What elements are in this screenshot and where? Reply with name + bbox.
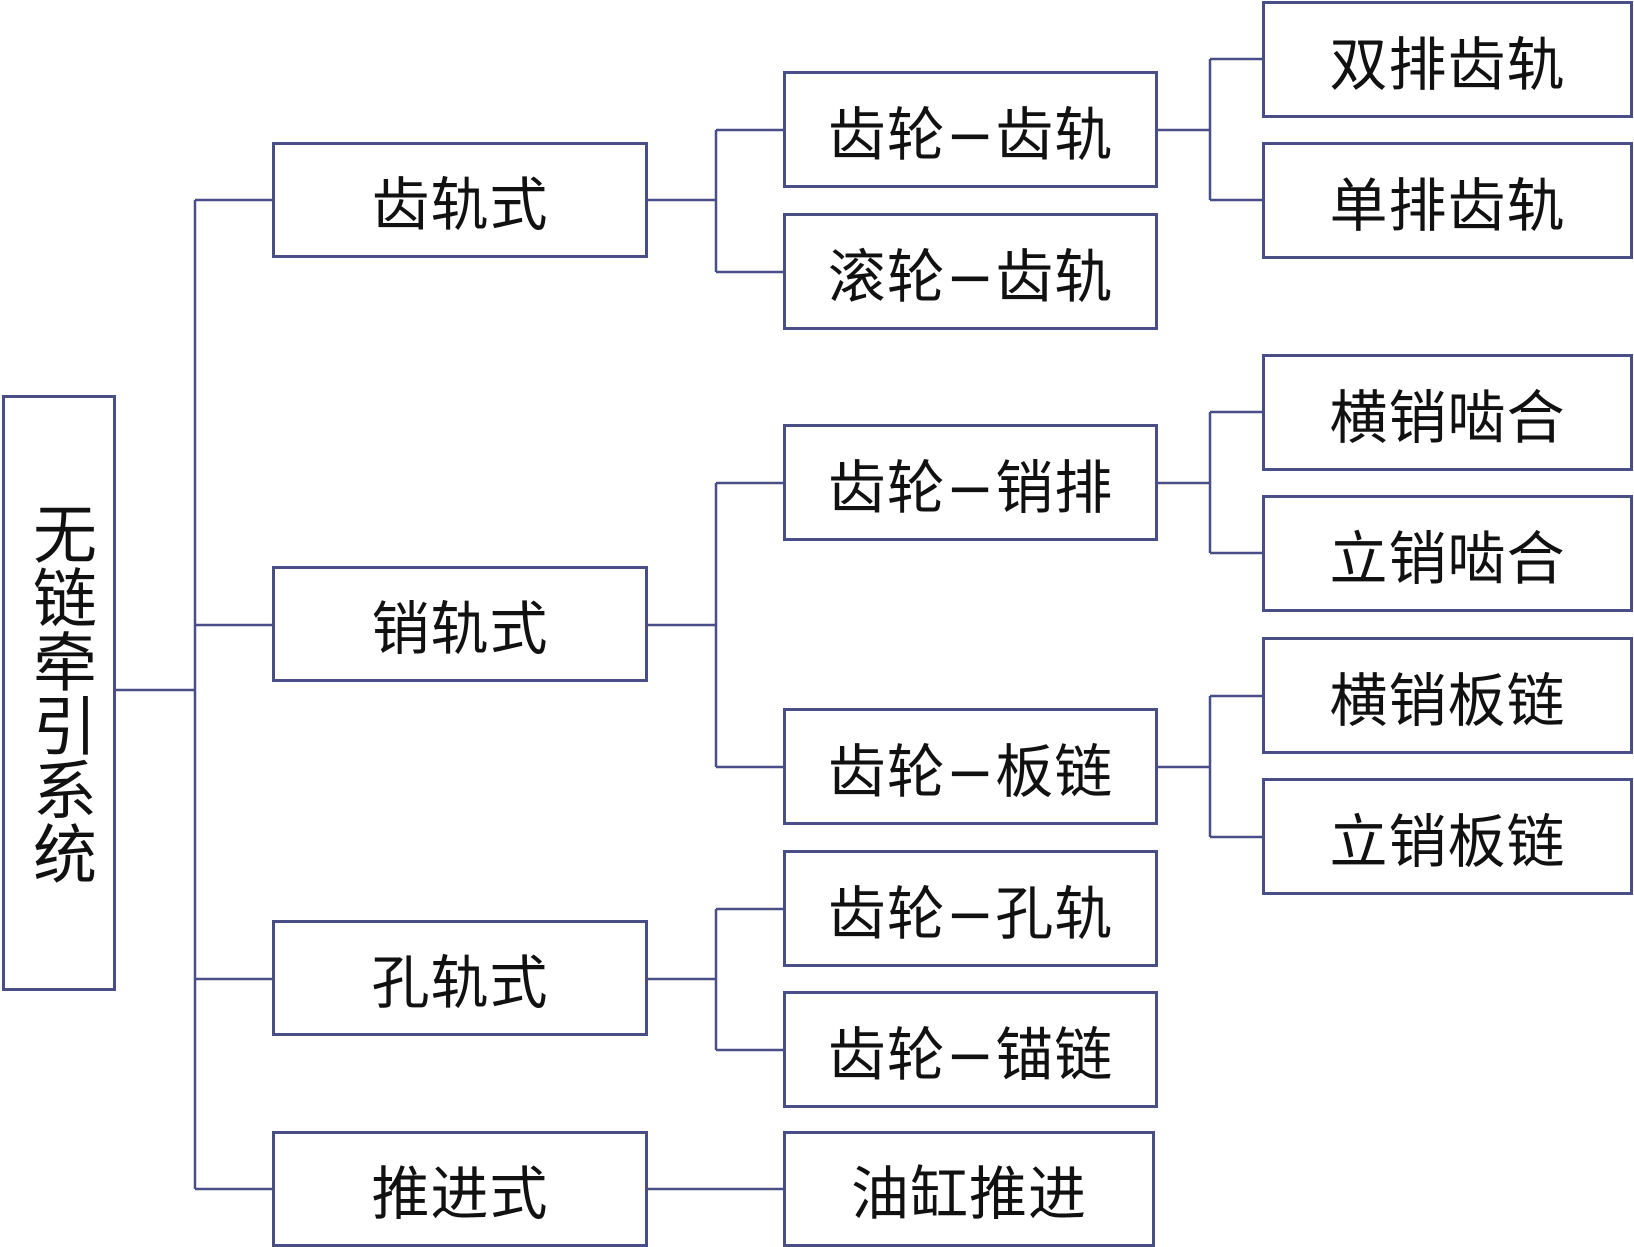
level2-node-cylinder-push: 油缸推进 (783, 1131, 1155, 1247)
level2-node-gear-hole-rail: 齿轮−孔轨 (783, 850, 1158, 967)
level2-node-gear-plate-chain: 齿轮−板链 (783, 708, 1158, 825)
level2-node-gear-anchor-chain: 齿轮−锚链 (783, 991, 1158, 1108)
level3-node-vertical-pin-plate-chain: 立销板链 (1262, 778, 1633, 895)
level2-node-gear-pin-row: 齿轮−销排 (783, 424, 1158, 541)
level1-node-push: 推进式 (272, 1131, 648, 1247)
level3-node-horizontal-pin-plate-chain: 横销板链 (1262, 637, 1633, 754)
level3-node-single-rack: 单排齿轨 (1262, 142, 1633, 259)
level2-node-roller-rack: 滚轮−齿轨 (783, 213, 1158, 330)
level2-node-gear-rack: 齿轮−齿轨 (783, 71, 1158, 188)
level1-node-rack: 齿轨式 (272, 142, 648, 258)
level1-node-pin-rail: 销轨式 (272, 566, 648, 682)
level3-node-double-rack: 双排齿轨 (1262, 1, 1633, 118)
level3-node-horizontal-pin-mesh: 横销啮合 (1262, 354, 1633, 471)
level3-node-vertical-pin-mesh: 立销啮合 (1262, 495, 1633, 612)
level1-node-hole-rail: 孔轨式 (272, 920, 648, 1036)
root-node: 无链牵引系统 (2, 395, 116, 991)
